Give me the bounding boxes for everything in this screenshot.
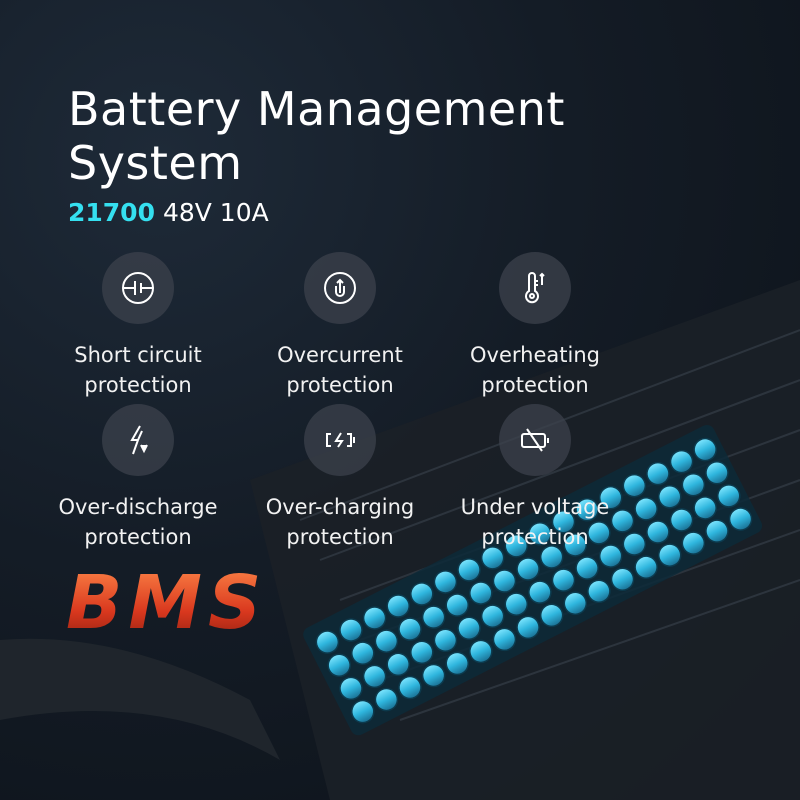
battery-cell: [587, 579, 611, 604]
battery-cell: [421, 605, 446, 629]
battery-cell: [610, 509, 635, 533]
battery-cell: [457, 558, 481, 582]
battery-cell: [516, 615, 540, 640]
page-title: Battery Management System: [68, 82, 565, 190]
battery-cell: [598, 544, 623, 568]
battery-cell: [362, 664, 387, 689]
feature-label: protection: [84, 525, 192, 549]
battery-cell: [634, 497, 658, 521]
battery-cell: [516, 557, 540, 581]
battery-cell: [528, 522, 552, 546]
battery-cell: [386, 594, 410, 618]
battery-cell: [469, 639, 493, 664]
title-line-2: System: [68, 136, 243, 190]
battery-cell: [705, 519, 729, 543]
battery-cell: [646, 461, 670, 486]
feature-label: protection: [286, 525, 394, 549]
subtitle: 21700 48V 10A: [68, 198, 269, 227]
battery-cell: [693, 437, 717, 462]
battery-cell: [374, 629, 399, 653]
battery-cell: [480, 546, 505, 570]
battery-cell: [681, 473, 706, 497]
battery-cell: [622, 473, 647, 498]
battery-cell: [315, 630, 340, 654]
battery-cell: [398, 675, 422, 700]
feature-label: protection: [286, 373, 394, 397]
battery-cell: [717, 484, 741, 508]
battery-cell: [657, 543, 682, 567]
battery-cell: [492, 627, 517, 652]
feature-label: Overcurrent: [277, 343, 403, 367]
feature-label: Over-discharge: [58, 495, 218, 519]
battery-cell: [457, 616, 481, 640]
feature-overheating: Overheating protection: [435, 252, 635, 400]
feature-short-circuit: Short circuit protection: [38, 252, 238, 400]
feature-label: Over-charging: [265, 495, 415, 519]
battery-cell: [551, 568, 576, 592]
battery-cell: [681, 531, 706, 555]
battery-cell: [575, 556, 599, 580]
battery-cell: [598, 485, 623, 510]
battery-cell: [646, 520, 670, 544]
battery-cell: [669, 449, 694, 474]
battery-cell: [669, 508, 694, 532]
battery-cell: [445, 593, 469, 617]
overcurrent-icon: [324, 272, 356, 304]
battery-cell: [433, 570, 458, 594]
battery-cell: [469, 581, 493, 605]
battery-charging-icon: [326, 432, 355, 448]
bms-logo: BMS: [66, 560, 268, 646]
battery-cell: [728, 507, 753, 531]
battery-cell: [351, 641, 375, 665]
battery-cell: [410, 582, 434, 606]
battery-cell: [575, 497, 599, 522]
battery-cell: [563, 533, 588, 557]
feature-label: protection: [84, 373, 192, 397]
feature-label: Short circuit: [74, 343, 202, 367]
battery-cell: [705, 460, 729, 485]
battery-cell: [445, 651, 469, 676]
battery-cell: [492, 569, 517, 593]
feature-over-discharge: Over-discharge protection: [38, 404, 238, 552]
feature-label: protection: [481, 525, 589, 549]
battery-cell: [551, 510, 576, 534]
cell-type: 21700: [68, 198, 155, 227]
short-circuit-icon: [122, 272, 154, 304]
battery-cell: [539, 603, 564, 628]
lightning-icon: [130, 425, 148, 455]
spec: 48V 10A: [162, 198, 269, 227]
battery-cell: [622, 532, 647, 556]
battery-cell: [433, 628, 458, 653]
feature-over-charging: Over-charging protection: [240, 404, 440, 552]
battery-cell: [374, 687, 399, 712]
feature-label: Overheating: [470, 343, 600, 367]
title-line-1: Battery Management: [68, 82, 565, 136]
feature-label: protection: [481, 373, 589, 397]
battery-cell: [421, 663, 446, 688]
feature-under-voltage: Under voltage protection: [435, 404, 635, 552]
battery-cell: [339, 676, 363, 701]
battery-cell: [362, 606, 387, 630]
battery-cell: [339, 618, 363, 642]
battery-cell: [657, 485, 682, 509]
thermometer-icon: [525, 272, 545, 304]
battery-cell: [563, 591, 588, 616]
battery-cell: [504, 534, 529, 558]
battery-cell: [539, 545, 564, 569]
feature-label: Under voltage: [460, 495, 610, 519]
battery-cell: [693, 496, 717, 520]
battery-cell: [410, 640, 434, 665]
battery-cell: [610, 567, 635, 591]
battery-cell: [327, 653, 351, 677]
battery-cell: [504, 592, 529, 616]
battery-cell: [587, 521, 611, 545]
battery-cell: [351, 699, 375, 724]
battery-cell: [480, 604, 505, 628]
feature-overcurrent: Overcurrent protection: [240, 252, 440, 400]
battery-cell: [528, 580, 552, 604]
battery-off-icon: [521, 428, 549, 452]
battery-cell: [398, 617, 422, 641]
battery-cell: [634, 555, 658, 579]
battery-cell: [386, 652, 410, 677]
